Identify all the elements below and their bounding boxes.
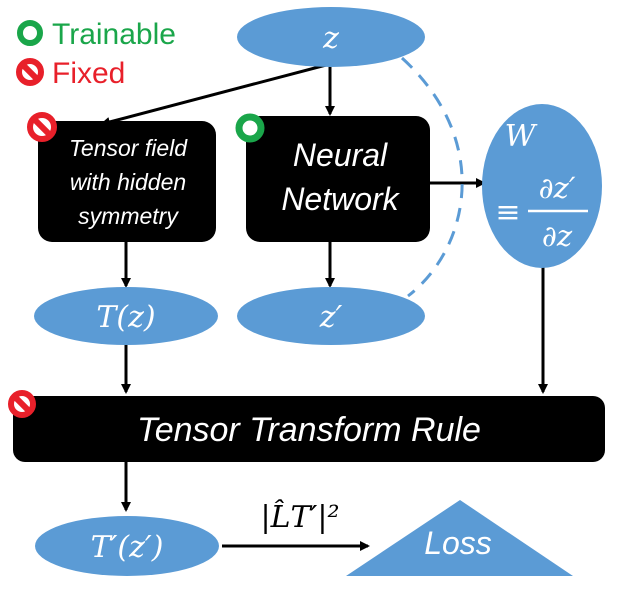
- tensor-field-fixed-icon: [27, 112, 57, 142]
- loss-label: Loss: [424, 525, 492, 561]
- loss-edge-label: |L̂T′|²: [261, 500, 340, 535]
- neural-network-trainable-icon: [235, 113, 265, 143]
- neural-network-line-2: Network: [281, 181, 400, 217]
- w-denominator: ∂z: [542, 219, 573, 253]
- node-t-of-z: T(z): [34, 287, 218, 345]
- node-t-prime: T′(z′): [35, 516, 219, 576]
- transform-rule-label: Tensor Transform Rule: [137, 411, 481, 449]
- tensor-field-line-2: with hidden: [70, 169, 186, 195]
- node-z: z: [237, 7, 425, 67]
- trainable-legend-label: Trainable: [52, 18, 176, 51]
- tensor-field-line-1: Tensor field: [69, 135, 188, 161]
- node-loss: Loss: [346, 500, 573, 576]
- node-t-prime-label: T′(z′): [91, 530, 164, 565]
- fixed-legend-icon: [16, 58, 44, 86]
- node-z-label: z: [322, 21, 339, 56]
- node-z-prime-label: z′: [319, 300, 343, 335]
- node-transform-rule: Tensor Transform Rule: [8, 390, 605, 462]
- edges: [100, 62, 548, 551]
- tensor-field-line-3: symmetry: [78, 203, 179, 229]
- w-symbol: W: [505, 119, 538, 154]
- trainable-legend-icon: [17, 20, 43, 46]
- node-t-of-z-label: T(z): [96, 300, 155, 335]
- transform-rule-fixed-icon: [8, 390, 36, 418]
- node-z-prime: z′: [237, 287, 425, 345]
- w-numerator: ∂z′: [539, 171, 576, 205]
- node-w: W ≡ ∂z′ ∂z: [482, 104, 602, 268]
- neural-network-line-1: Neural: [293, 137, 388, 173]
- node-tensor-field: Tensor field with hidden symmetry: [27, 112, 216, 242]
- node-neural-network: Neural Network: [235, 113, 430, 242]
- dashed-arc-z-to-zprime: [400, 56, 464, 298]
- edge-z-to-tensor-field: [100, 62, 331, 127]
- fixed-legend-label: Fixed: [52, 57, 125, 90]
- legend: Trainable Fixed: [16, 18, 176, 90]
- w-equiv: ≡: [495, 195, 520, 230]
